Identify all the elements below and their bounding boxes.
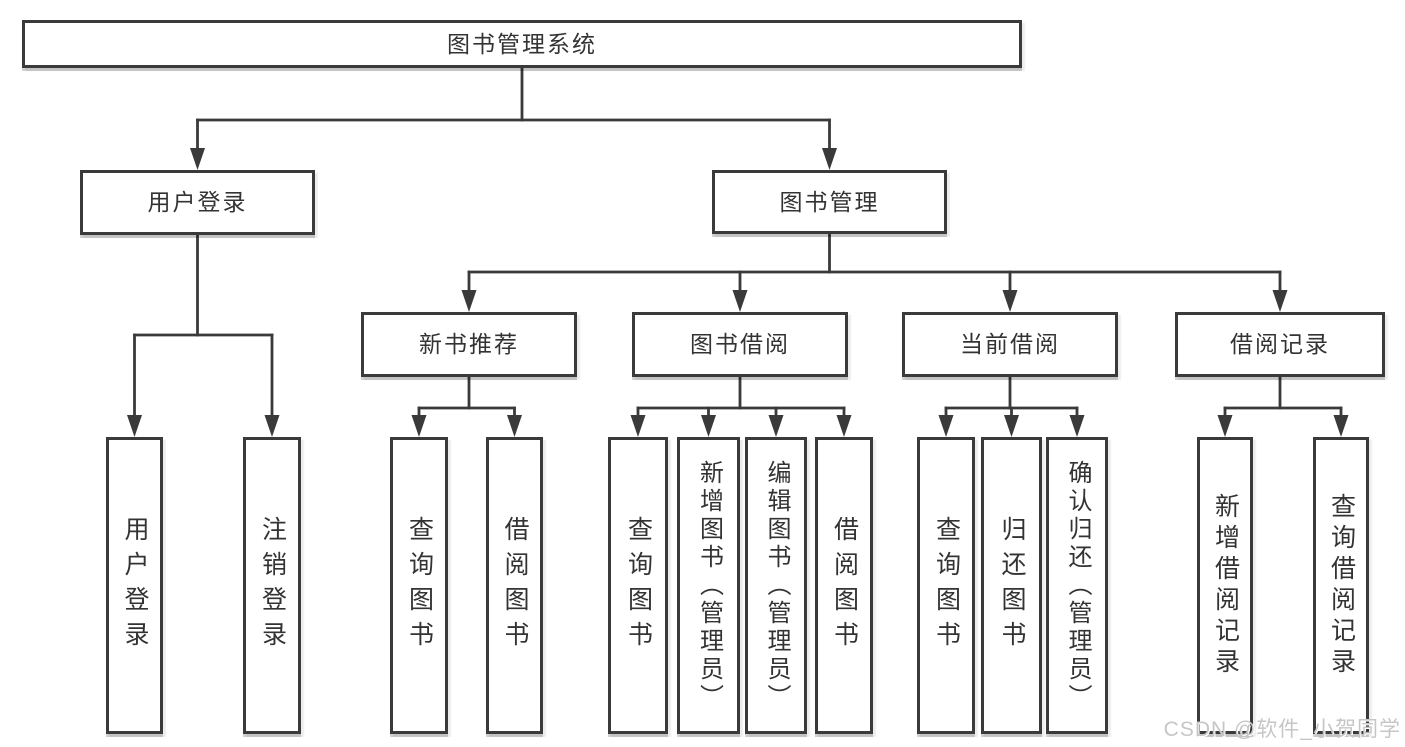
node-user-login: 用户登录 [80, 170, 315, 235]
arrowhead-into-book-borrow [732, 290, 748, 312]
watermark: CSDN @软件_小贺同学 [1163, 718, 1401, 741]
node-label: 借阅图书 [501, 515, 529, 656]
arrowhead-into-bw-edit-book [768, 415, 784, 437]
node-book-borrow: 图书借阅 [632, 312, 848, 377]
node-current-borrow: 当前借阅 [902, 312, 1118, 377]
node-label: 用户登录 [147, 189, 248, 215]
arrowhead-into-current-borrow [1002, 290, 1018, 312]
arrowhead-into-cb-return-book [1004, 415, 1019, 437]
node-label: 当前借阅 [960, 331, 1060, 357]
arrowhead-into-leaf-logout [264, 415, 280, 437]
edge-from-current-borrow [938, 375, 1085, 437]
node-bw-edit-book: 编辑图书（管理员） [745, 437, 807, 734]
node-root: 图书管理系统 [22, 20, 1022, 68]
node-label: 查询图书 [624, 515, 653, 656]
edge-from-borrow-records [1217, 375, 1349, 437]
arrowhead-into-cb-query-book [938, 415, 954, 437]
node-label: 图书管理系统 [447, 30, 597, 57]
node-label: 查询图书 [405, 515, 434, 656]
arrowhead-into-leaf-user-login [127, 415, 142, 437]
node-rc-query-record: 查询借阅记录 [1313, 437, 1369, 734]
edge-from-book-mgmt [461, 232, 1288, 312]
arrowhead-into-bw-borrow-book [836, 415, 852, 437]
arrowhead-into-rc-query-record [1333, 415, 1349, 437]
node-rc-add-record: 新增借阅记录 [1197, 437, 1253, 734]
edge-from-book-borrow [630, 375, 852, 437]
node-label: 注销登录 [258, 515, 287, 656]
node-new-book-rec: 新书推荐 [361, 312, 577, 377]
node-label: 新书推荐 [419, 331, 519, 357]
node-label: 借阅记录 [1230, 331, 1330, 357]
arrowhead-into-bw-add-book [701, 415, 716, 437]
node-leaf-user-login: 用户登录 [106, 437, 163, 734]
node-cb-confirm-return: 确认归还（管理员） [1046, 437, 1108, 734]
arrowhead-into-nr-query-book [411, 415, 427, 437]
node-label: 图书管理 [779, 188, 880, 215]
arrowhead-into-book-mgmt [822, 148, 837, 170]
node-label: 借阅图书 [830, 515, 859, 656]
edge-from-root [190, 66, 837, 170]
node-bw-query-book: 查询图书 [608, 437, 668, 734]
node-label: 编辑图书（管理员） [763, 459, 790, 712]
node-bw-borrow-book: 借阅图书 [815, 437, 873, 734]
edge-from-user-login [127, 233, 280, 437]
node-borrow-records: 借阅记录 [1175, 312, 1385, 377]
node-leaf-logout: 注销登录 [243, 437, 301, 734]
node-cb-query-book: 查询图书 [917, 437, 975, 734]
node-label: 新增图书（管理员） [695, 459, 723, 712]
arrowhead-into-user-login [190, 148, 205, 170]
node-label: 归还图书 [998, 515, 1026, 656]
edge-from-new-book-rec [411, 375, 522, 437]
arrowhead-into-borrow-records [1272, 290, 1288, 312]
arrowhead-into-nr-borrow-book [507, 415, 522, 437]
node-label: 查询图书 [932, 515, 961, 656]
node-nr-borrow-book: 借阅图书 [486, 437, 543, 734]
node-cb-return-book: 归还图书 [981, 437, 1042, 734]
node-label: 新增借阅记录 [1211, 492, 1240, 679]
node-label: 用户登录 [121, 515, 149, 656]
arrowhead-into-bw-query-book [630, 415, 646, 437]
arrowhead-into-cb-confirm-return [1069, 415, 1085, 437]
node-bw-add-book: 新增图书（管理员） [677, 437, 740, 734]
node-book-mgmt: 图书管理 [712, 170, 947, 234]
node-label: 图书借阅 [690, 331, 790, 357]
arrowhead-into-new-book-rec [461, 290, 477, 312]
node-label: 确认归还（管理员） [1064, 459, 1091, 712]
node-nr-query-book: 查询图书 [390, 437, 448, 734]
arrowhead-into-rc-add-record [1217, 415, 1233, 437]
node-label: 查询借阅记录 [1327, 492, 1356, 679]
